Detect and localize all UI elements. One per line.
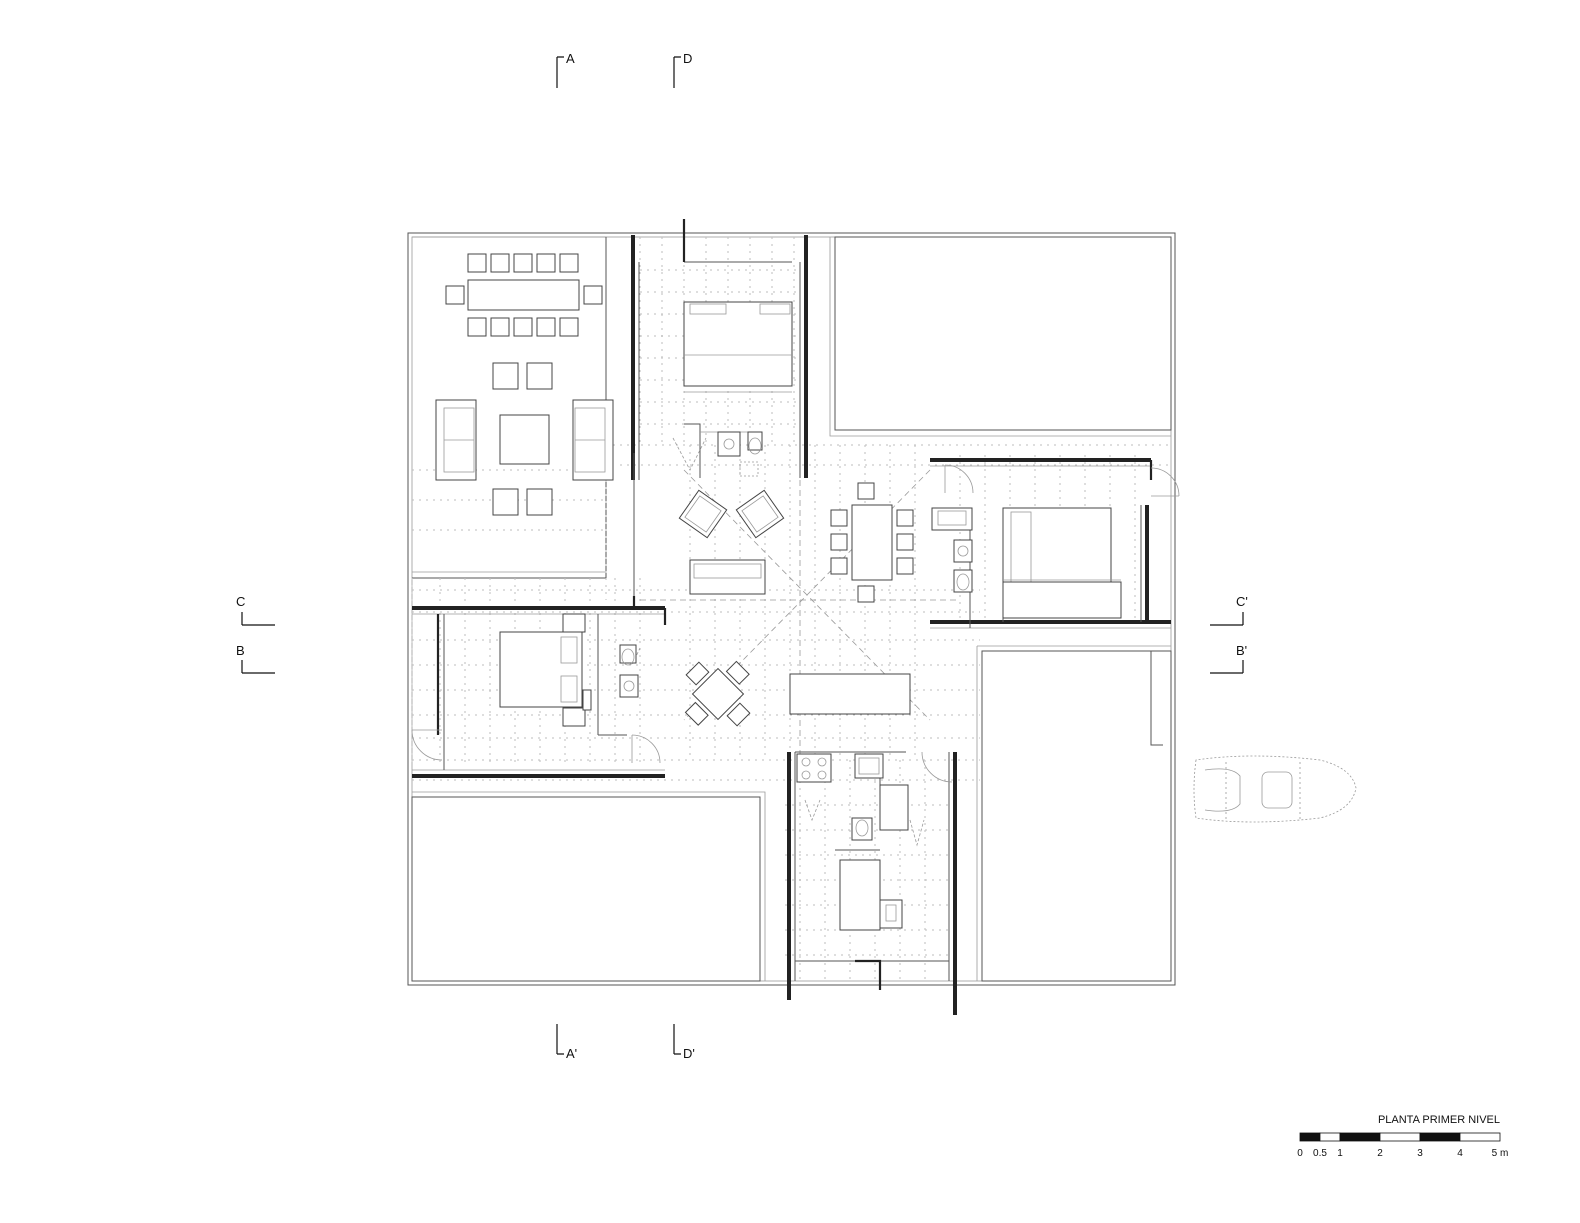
section-label-b-left: B [236, 643, 245, 658]
structural-grid [411, 237, 1171, 981]
section-label-a-top: A [566, 51, 575, 66]
section-label-c-right: C' [1236, 594, 1248, 609]
section-label-d-top: D [683, 51, 692, 66]
bathroom-top [717, 431, 763, 477]
breakfast-table [684, 660, 911, 727]
bed-top-bedroom [683, 301, 793, 387]
title-block: PLANTA PRIMER NIVEL [1378, 1114, 1500, 1126]
scale-tick-2: 1 [1337, 1148, 1343, 1159]
section-label-a-bottom: A' [566, 1046, 577, 1061]
car [1193, 755, 1357, 823]
section-markers: A D A' D' C B C' B' [236, 51, 1248, 1061]
scale-bar: 0 0.5 1 2 3 4 5 m [1297, 1132, 1509, 1159]
dining-table-terrace [445, 253, 603, 337]
scale-tick-1: 0.5 [1313, 1148, 1327, 1159]
section-label-c-left: C [236, 594, 245, 609]
section-label-b-right: B' [1236, 643, 1247, 658]
scale-tick-6: 5 m [1492, 1148, 1509, 1159]
lounge-set-terrace [435, 362, 614, 516]
scale-tick-3: 2 [1377, 1148, 1383, 1159]
scale-tick-4: 3 [1417, 1148, 1423, 1159]
living-furniture [678, 489, 785, 595]
right-bedroom [931, 507, 1122, 619]
scale-tick-0: 0 [1297, 1148, 1303, 1159]
drawing-title: PLANTA PRIMER NIVEL [1378, 1114, 1500, 1126]
dining-table-interior [830, 482, 914, 603]
doors [411, 437, 1180, 847]
section-label-d-bottom: D' [683, 1046, 695, 1061]
kitchen [796, 753, 909, 931]
scale-tick-5: 4 [1457, 1148, 1463, 1159]
walls [412, 219, 1171, 1015]
left-bedroom [499, 613, 639, 727]
